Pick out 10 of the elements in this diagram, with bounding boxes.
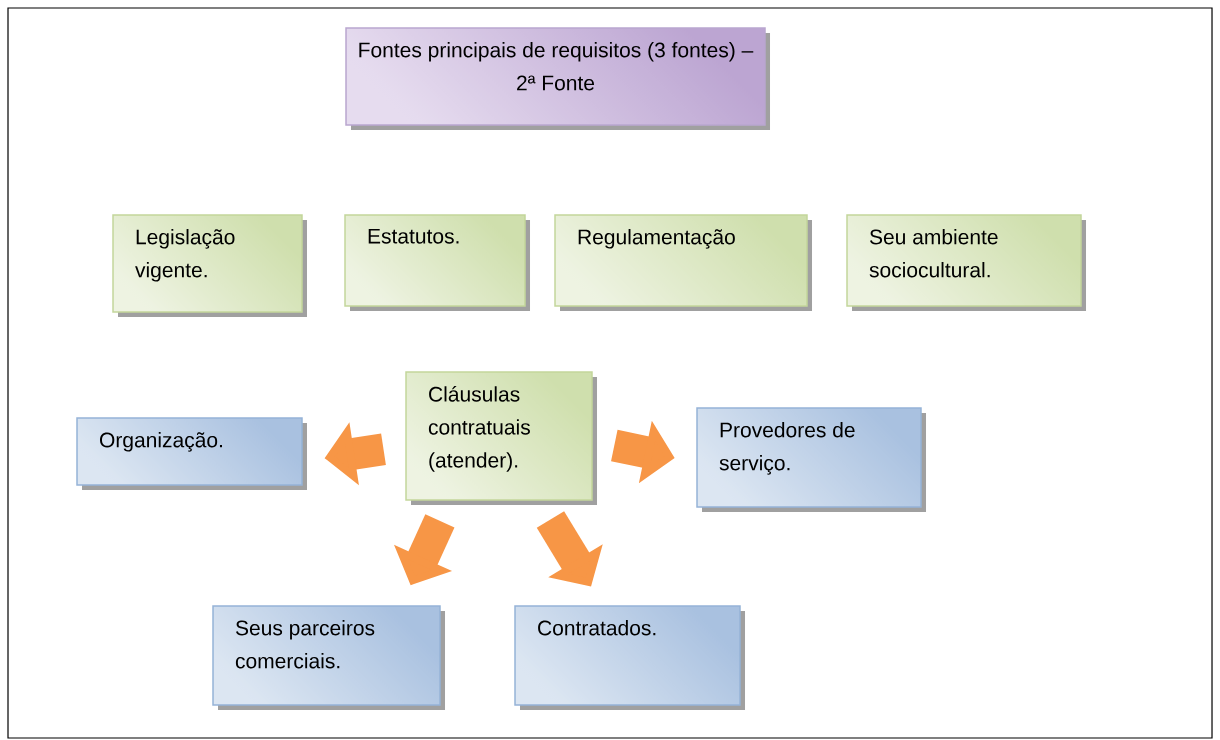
title-box: Fontes principais de requisitos (3 fontes) – 2ª Fonte [345, 27, 770, 130]
text-box: Estatutos. [344, 214, 530, 311]
text-box: Organização. [76, 417, 307, 490]
text-box: Contratados. [514, 605, 745, 710]
text-box: Legislação vigente. [112, 214, 307, 317]
text-box: Seus parceiros comerciais. [212, 605, 445, 710]
text-box: Provedores de serviço. [696, 407, 926, 512]
text-box: Cláusulas contratuais (atender). [405, 371, 597, 505]
text-box: Seu ambiente sociocultural. [846, 214, 1086, 311]
text-box: Regulamentação [554, 214, 812, 311]
